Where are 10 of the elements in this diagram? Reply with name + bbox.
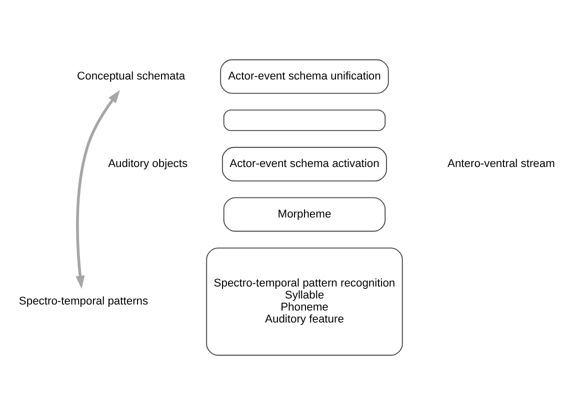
node-text: Conceptual schemata — [77, 70, 186, 82]
node-box: Morpheme — [223, 196, 386, 232]
node-box: Spectro-temporal pattern recognition Syllable Phoneme Auditory feature — [206, 247, 403, 356]
node-box: Actor-event schema activation — [222, 146, 387, 181]
label: Antero-ventral stream — [447, 158, 555, 170]
node-box: Actor-event schema unification — [220, 58, 389, 94]
node-text: Spectro-temporal patterns — [18, 295, 148, 308]
label: Auditory objects — [108, 158, 188, 170]
node-box — [223, 109, 386, 131]
arrow — [76, 90, 120, 288]
